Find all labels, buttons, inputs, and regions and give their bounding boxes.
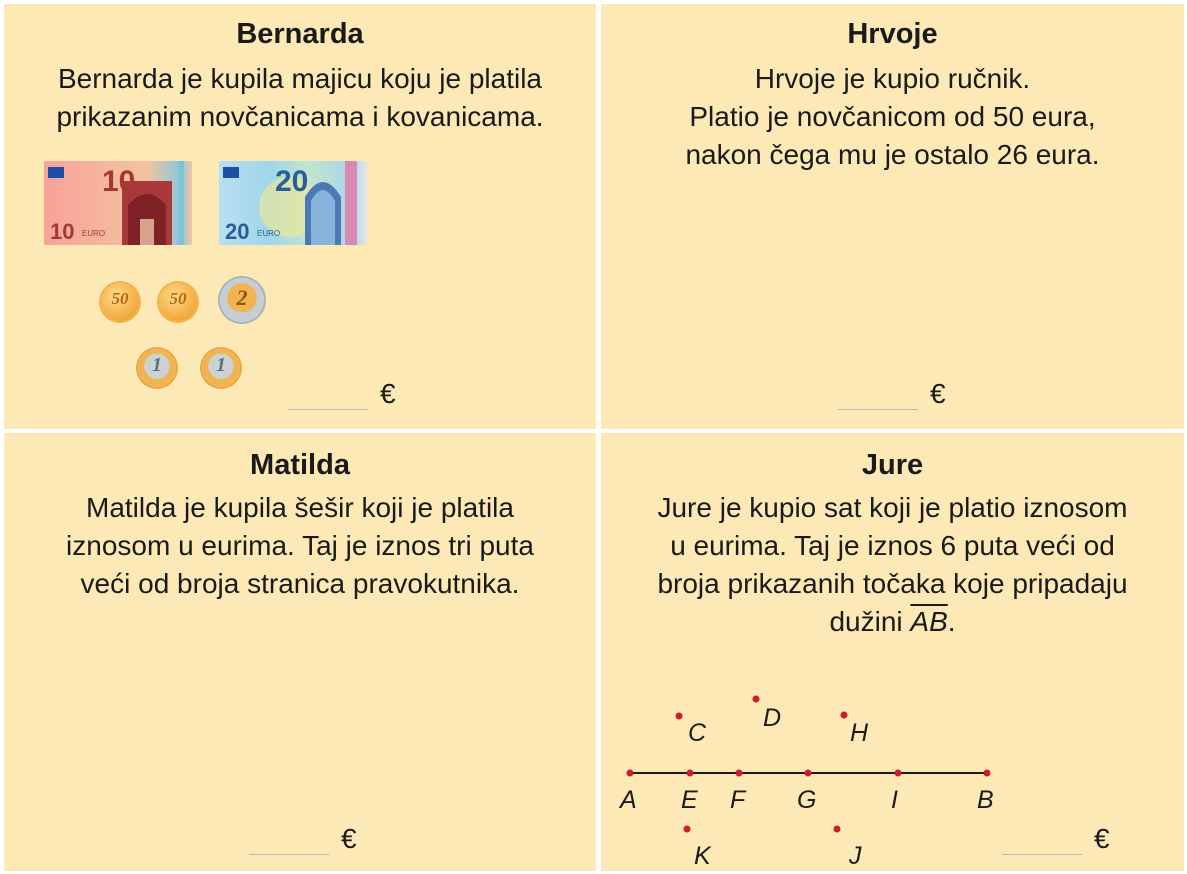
label-d: D — [763, 704, 781, 732]
answer-field[interactable]: € — [249, 823, 357, 855]
euro-sign: € — [380, 378, 396, 409]
label-f: F — [730, 786, 747, 814]
point-a — [626, 769, 634, 777]
label-h: H — [850, 719, 869, 747]
answer-blank[interactable] — [249, 826, 329, 855]
segment-label: AB — [910, 606, 948, 637]
label-k: K — [694, 842, 712, 870]
card-text: Jure je kupio sat koji je platio iznosom… — [657, 492, 1128, 637]
two-euro-coin: 2 — [220, 278, 264, 322]
answer-field[interactable]: € — [288, 378, 396, 410]
label-a: A — [618, 786, 637, 814]
point-e — [686, 769, 694, 777]
one-euro-coin: 1 — [202, 349, 240, 387]
card-text: Matilda je kupila šešir koji je platila … — [66, 492, 534, 599]
euro-sign: € — [1094, 823, 1110, 854]
twenty-euro-bill: 20 20 EURO — [219, 161, 367, 245]
card-text: Hrvoje je kupio ručnik. Platio je novčan… — [685, 63, 1100, 170]
fifty-cent-coin: 50 — [101, 283, 139, 321]
point-h — [840, 711, 848, 719]
card-matilda: Matilda Matilda je kupila šešir koji je … — [4, 433, 596, 871]
answer-field[interactable]: € — [838, 378, 946, 410]
point-d — [752, 695, 760, 703]
label-j: J — [848, 842, 862, 870]
one-euro-coin: 1 — [138, 349, 176, 387]
card-title: Bernarda — [236, 18, 364, 50]
answer-blank[interactable] — [838, 381, 918, 410]
answer-blank[interactable] — [1002, 826, 1082, 855]
answer-field[interactable]: € — [1002, 823, 1110, 855]
answer-blank[interactable] — [288, 381, 368, 410]
point-i — [894, 769, 902, 777]
label-e: E — [681, 786, 698, 814]
point-f — [735, 769, 743, 777]
card-jure: Jure Jure je kupio sat koji je platio iz… — [601, 433, 1184, 871]
point-b — [983, 769, 991, 777]
point-k — [683, 825, 691, 833]
point-j — [833, 825, 841, 833]
label-c: C — [688, 719, 707, 747]
card-text: Bernarda je kupila majicu koju je platil… — [56, 63, 544, 132]
ten-euro-bill: 10 10 EURO — [44, 161, 192, 245]
card-hrvoje: Hrvoje Hrvoje je kupio ručnik. Platio je… — [601, 4, 1184, 429]
fifty-cent-coin: 50 — [159, 283, 197, 321]
card-bernarda: Bernarda Bernarda je kupila majicu koju … — [4, 4, 596, 429]
segment-diagram: A E F G I B C D H K J — [618, 695, 994, 870]
card-title: Matilda — [250, 449, 350, 481]
card-title: Hrvoje — [847, 18, 938, 50]
label-b: B — [977, 786, 994, 814]
label-g: G — [797, 786, 816, 814]
label-i: I — [891, 786, 898, 814]
euro-sign: € — [930, 378, 946, 409]
point-g — [804, 769, 812, 777]
card-title: Jure — [861, 449, 924, 481]
euro-sign: € — [341, 823, 357, 854]
point-c — [675, 712, 683, 720]
